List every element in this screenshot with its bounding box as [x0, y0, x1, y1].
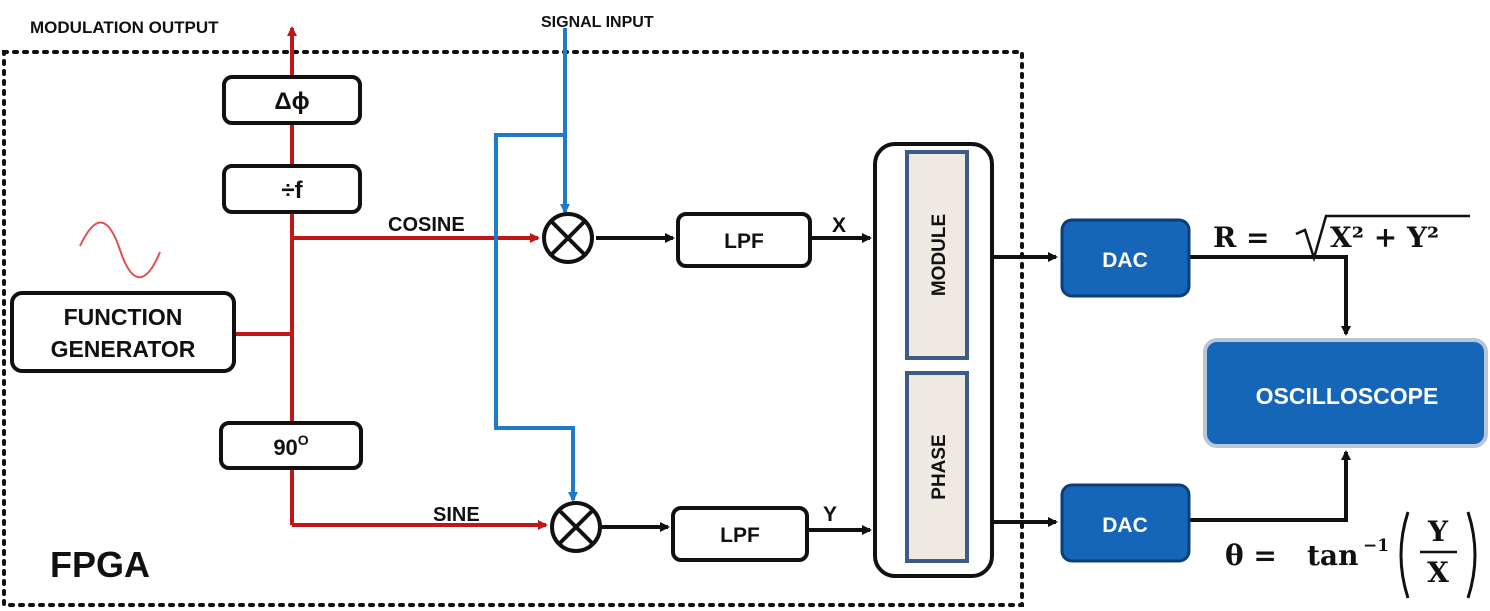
fpga-label: FPGA — [50, 544, 150, 585]
sine-wave-icon — [79, 221, 161, 279]
module-phase-block: MODULE PHASE — [873, 142, 994, 578]
dac-bottom-block: DAC — [1060, 483, 1191, 563]
phase-shift-degree: O — [298, 432, 309, 448]
cosine-label: COSINE — [388, 214, 465, 236]
function-generator-label-1: FUNCTION — [64, 304, 183, 330]
svg-text:90O: 90O — [273, 432, 308, 460]
delta-phi-block: Δϕ — [222, 75, 362, 125]
divide-f-block: ÷f — [222, 164, 362, 214]
dac-top-label: DAC — [1102, 249, 1148, 272]
theta-formula-numerator: Y — [1427, 515, 1449, 548]
module-box — [905, 150, 969, 360]
right-paren — [1466, 511, 1477, 599]
sqrt-symbol — [1295, 214, 1470, 263]
sine-label: SINE — [433, 504, 480, 526]
signal-paths — [494, 28, 578, 502]
mixer-bottom — [550, 501, 602, 553]
phase-box — [905, 371, 969, 563]
theta-formula-fn: tan — [1307, 539, 1358, 572]
mixer-top — [542, 212, 594, 264]
function-generator-label-2: GENERATOR — [51, 336, 196, 362]
theta-formula-exponent: −1 — [1363, 536, 1389, 556]
lpf-top-label: LPF — [724, 230, 764, 253]
phase-formula: θ = tan −1 Y X — [1225, 511, 1477, 599]
dac-top-block: DAC — [1060, 218, 1191, 298]
function-generator-block: FUNCTION GENERATOR — [10, 291, 236, 373]
r-formula-lhs: R = — [1213, 221, 1269, 254]
magnitude-formula: R = X² + Y² — [1213, 214, 1470, 263]
x-label: X — [832, 214, 846, 237]
output-paths — [596, 233, 1351, 535]
phase-shift-value: 90 — [273, 435, 297, 460]
y-label: Y — [823, 503, 837, 526]
module-label: MODULE — [929, 214, 950, 296]
phase-shift-90-block: 90O — [219, 421, 363, 470]
theta-formula-denominator: X — [1427, 556, 1449, 589]
lpf-bottom-block: LPF — [671, 506, 809, 562]
fpga-boundary — [2, 50, 1024, 607]
lpf-top-block: LPF — [676, 212, 812, 268]
phase-label: PHASE — [929, 434, 950, 499]
oscilloscope-label: OSCILLOSCOPE — [1256, 383, 1439, 409]
oscilloscope-block: OSCILLOSCOPE — [1203, 338, 1488, 448]
modulation-output-label: MODULATION OUTPUT — [30, 18, 219, 37]
signal-input-label: SIGNAL INPUT — [541, 14, 654, 31]
divide-f-label: ÷f — [281, 177, 303, 204]
delta-phi-label: Δϕ — [274, 88, 309, 115]
reference-paths — [233, 26, 548, 530]
r-formula-rhs: X² + Y² — [1330, 221, 1439, 254]
lpf-bottom-label: LPF — [720, 524, 760, 547]
dac-bottom-label: DAC — [1102, 514, 1148, 537]
theta-formula-lhs: θ = — [1225, 539, 1277, 572]
left-paren — [1399, 511, 1410, 599]
